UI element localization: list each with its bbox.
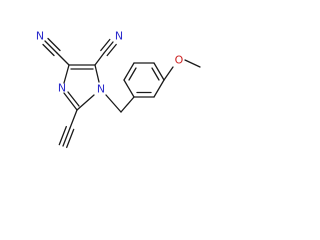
bond-c4-n3 [63, 64, 70, 84]
atom-n-nitrile-left: N [36, 30, 44, 43]
atom-labels: N N N N O [36, 30, 184, 96]
molecule-structure: N N N N O [36, 30, 201, 149]
bond-ar-double-1 [128, 67, 137, 81]
bond-o-ch3 [184, 59, 201, 68]
bond-nitrile-left-3 [47, 37, 61, 52]
atom-n-nitrile-right: N [115, 30, 123, 43]
bond-n3-c2-double [67, 91, 80, 107]
bond-nitrile-left-1 [44, 40, 58, 54]
bond-ar5-ar6 [153, 79, 165, 98]
bond-ethynyl-3 [66, 128, 75, 149]
bond-ar2-ar3 [123, 62, 135, 81]
bond-ar-double-2 [151, 67, 160, 81]
bond-c5-n1 [94, 64, 100, 83]
bond-nitrile-left-2 [42, 43, 55, 57]
bond-ar-o [163, 66, 174, 81]
atom-n-ring-right: N [97, 83, 105, 96]
bond-nitrile-right-1 [103, 41, 114, 54]
bond-n3-c2 [63, 92, 78, 111]
bond-nitrile-right-3 [106, 43, 117, 57]
bond-c2-n1 [76, 94, 95, 111]
atom-n-ring-left: N [58, 82, 66, 95]
bond-ar1-ar2 [123, 79, 135, 98]
molecule-diagram: N N N N O [36, 30, 201, 149]
bond-ethynyl-2 [58, 125, 67, 146]
bond-c4-cn-left [56, 52, 70, 66]
bond-c2-ethynyl [69, 109, 78, 129]
atom-o-methoxy: O [175, 54, 184, 67]
bond-c5-cn-right [94, 52, 105, 66]
bond-ethynyl-1 [62, 127, 71, 147]
bond-ch2-ring [120, 96, 135, 113]
bonds [42, 37, 201, 149]
bond-ar4-ar5 [153, 62, 165, 81]
bond-n1-ch2 [105, 94, 122, 113]
bond-nitrile-right-2 [100, 38, 111, 52]
